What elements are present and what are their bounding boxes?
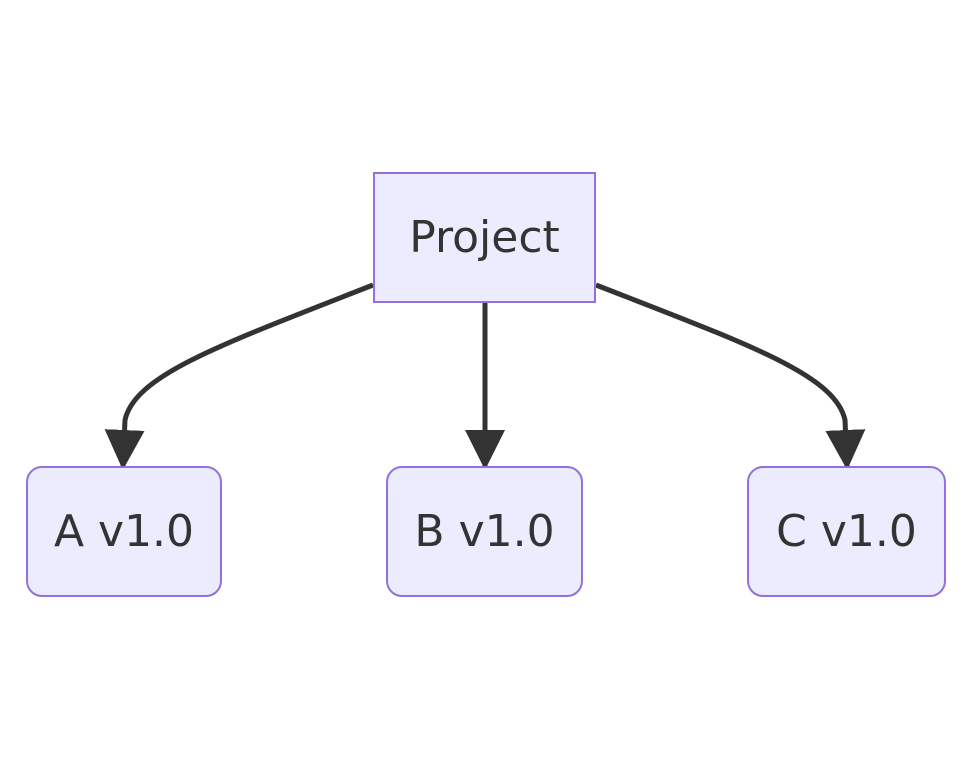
- node-project: Project: [373, 172, 596, 303]
- edge-project-to-c: [595, 282, 866, 470]
- node-b: B v1.0: [386, 466, 583, 597]
- node-a: A v1.0: [26, 466, 222, 597]
- node-c: C v1.0: [747, 466, 946, 597]
- node-a-label: A v1.0: [53, 506, 195, 557]
- node-c-label: C v1.0: [776, 506, 917, 557]
- node-project-label: Project: [409, 212, 560, 263]
- edge-project-to-a: [104, 282, 374, 470]
- node-b-label: B v1.0: [414, 506, 555, 557]
